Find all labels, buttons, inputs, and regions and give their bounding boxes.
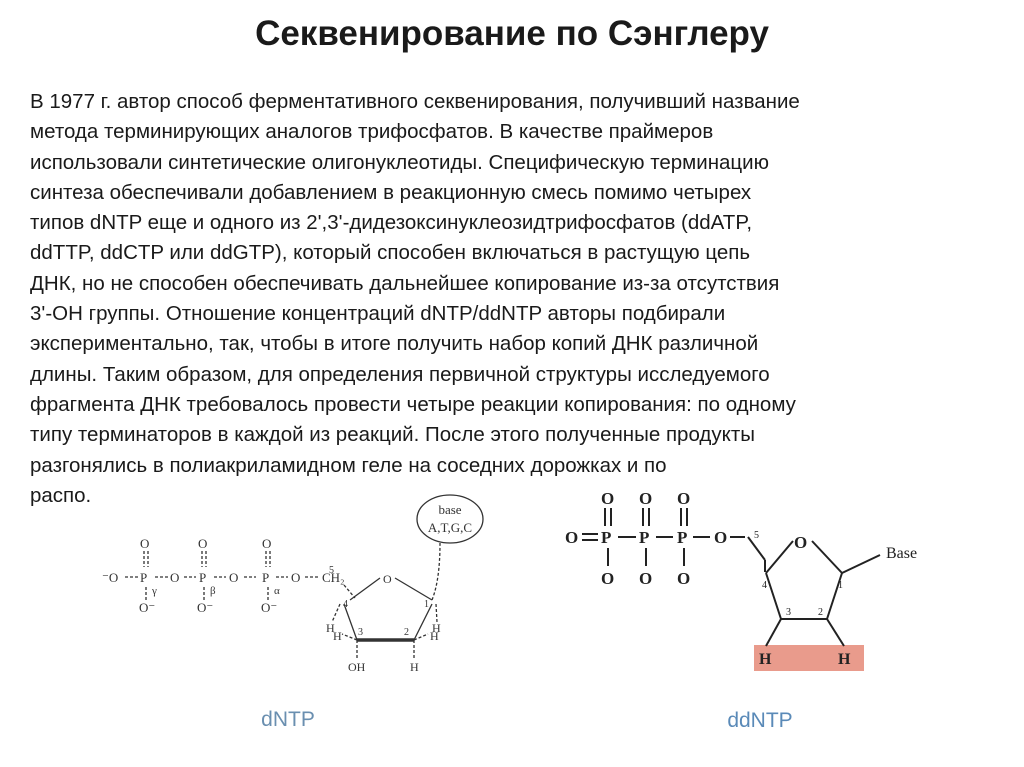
paragraph-line: типу терминаторов в каждой из реакций. П… (30, 423, 755, 447)
dntp-greek-label: α (274, 585, 280, 597)
dntp-atom-label: CH₂ (322, 570, 345, 585)
dntp-carbon-number: 2 (404, 627, 409, 638)
ddntp-atom-label: O (639, 489, 652, 508)
ddntp-atom-label: P (677, 528, 687, 547)
paragraph-line: 3'-OH группы. Отношение концентраций dNT… (30, 302, 726, 326)
dntp-atom-label: O (262, 536, 271, 551)
ddntp-atom-label: O (565, 528, 578, 547)
dntp-atom-label: O⁻ (139, 600, 155, 615)
ddntp-atom-label: O (677, 489, 690, 508)
missing-oh-highlight (754, 645, 864, 671)
ddntp-atom-label: O (601, 569, 614, 588)
dntp-phosphate-atoms: ⁻O P O P O P O O O O O⁻ O⁻ O⁻ γ β α CH₂ … (102, 536, 345, 615)
dntp-carbon-number: 5 (329, 565, 334, 576)
dntp-atom-label: O⁻ (197, 600, 213, 615)
dntp-atom-label: O (198, 536, 207, 551)
paragraph-line: экспериментально, так, чтобы в итоге пол… (30, 332, 759, 356)
paragraph-line: распо. (30, 483, 92, 507)
ddntp-phosphate-bonds (582, 508, 766, 566)
dntp-atom-label: H (432, 621, 441, 635)
slide-title: Секвенирование по Сэнглеру (255, 14, 769, 53)
dntp-atom-label: O⁻ (261, 600, 277, 615)
ddntp-caption: ddNTP (727, 709, 792, 732)
dntp-ring-oxygen: O (383, 572, 392, 586)
dntp-phosphate-bonds (125, 551, 318, 600)
ddntp-atom-label: P (601, 528, 611, 547)
paragraph-line: длины. Таким образом, для определения пе… (30, 362, 770, 386)
ddntp-atom-label: O (714, 528, 727, 547)
dntp-atom-label: H (410, 660, 419, 674)
paragraph-line: синтеза обеспечивали добавлением в реакц… (30, 180, 752, 204)
ddntp-carbon-number: 5 (754, 530, 759, 541)
ddntp-carbon-number: 2 (818, 607, 823, 618)
dntp-atom-label: ⁻O (102, 570, 118, 585)
dntp-atom-label: P (199, 570, 206, 585)
dntp-atom-label: P (262, 570, 269, 585)
ddntp-ring-oxygen: O (794, 533, 807, 552)
dntp-atom-label: H (326, 621, 335, 635)
dntp-atom-label: H (333, 629, 342, 643)
ddntp-sugar-ring (764, 540, 881, 647)
ddntp-sugar-atoms: O Base 5 4 1 3 2 H H (754, 530, 917, 668)
paragraph-line: В 1977 г. автор способ ферментативного с… (30, 90, 800, 113)
paragraph-line: ddTTP, ddCTP или ddGTP), который способе… (30, 241, 751, 265)
dntp-caption: dNTP (261, 708, 315, 731)
dntp-atom-label: O (229, 570, 238, 585)
slide-paragraph: В 1977 г. автор способ ферментативного с… (30, 87, 1010, 511)
dntp-greek-label: β (210, 585, 216, 597)
dntp-sugar-atoms: O H H H H OH H 4 1 3 2 (326, 572, 441, 674)
dntp-greek-label: γ (151, 585, 157, 597)
ddntp-carbon-number: 4 (762, 580, 767, 591)
ddntp-atom-label: O (601, 489, 614, 508)
dntp-hydroxyl: OH (348, 660, 366, 674)
paragraph-line: фрагмента ДНК требовалось провести четыр… (30, 392, 796, 416)
ddntp-atom-label: O (639, 569, 652, 588)
base-bubble-options: A,T,G,C (428, 520, 472, 535)
ddntp-2-hydrogen: H (838, 651, 851, 668)
ddntp-base-label: Base (886, 545, 917, 562)
paragraph-line: использовали синтетические олигонуклеоти… (30, 150, 769, 174)
ddntp-phosphate-atoms: O P P P O O O O O O O (565, 489, 727, 588)
ddntp-3-hydrogen: H (759, 651, 772, 668)
ddntp-carbon-number: 1 (838, 580, 843, 591)
base-bubble (416, 494, 484, 544)
paragraph-line: метода терминирующих аналогов трифосфато… (30, 120, 714, 144)
paragraph-line: ДНК, но не способен обеспечивать дальней… (30, 271, 780, 295)
dntp-atom-label: O (291, 570, 300, 585)
ddntp-atom-label: O (677, 569, 690, 588)
dntp-atom-label: P (140, 570, 147, 585)
base-bubble-title: base (438, 502, 461, 517)
dntp-carbon-number: 3 (358, 627, 363, 638)
dntp-atom-label: O (170, 570, 179, 585)
ddntp-atom-label: P (639, 528, 649, 547)
dntp-sugar-ring (331, 542, 441, 660)
dntp-atom-label: O (140, 536, 149, 551)
ddntp-carbon-number: 3 (786, 607, 791, 618)
dntp-carbon-number: 1 (424, 599, 429, 610)
paragraph-line: разгонялись в полиакриламидном геле на с… (30, 453, 667, 477)
paragraph-line: типов dNTP еще и одного из 2',3'-дидезок… (30, 211, 753, 235)
dntp-atom-label: H (430, 629, 439, 643)
dntp-carbon-number: 4 (343, 599, 348, 610)
